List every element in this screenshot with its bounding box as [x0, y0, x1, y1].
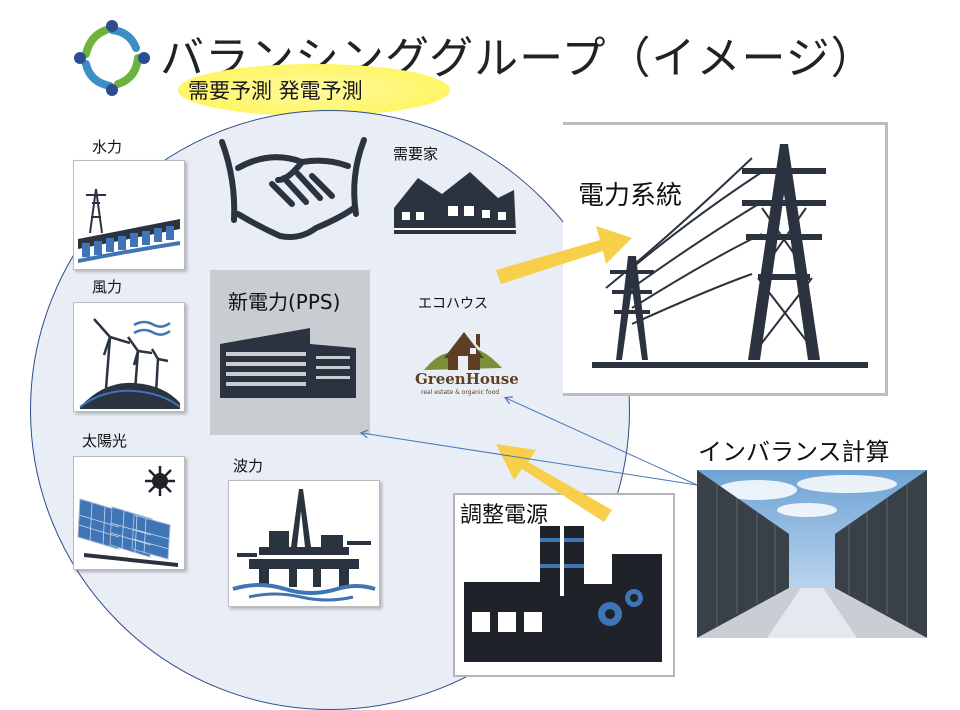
arrow-to-grid: [496, 226, 632, 284]
arrow-from-adjustment: [496, 444, 612, 522]
forecast-highlight: [178, 64, 450, 116]
forecast-label: 需要予測 発電予測: [188, 79, 363, 103]
oil-rig-icon: [232, 489, 376, 602]
solar-panel-icon: [77, 466, 178, 567]
hydro-card: [73, 160, 185, 270]
houses-icon: [394, 172, 516, 234]
hydro-dam-icon: [78, 188, 180, 263]
greenhouse-logo-icon: [424, 332, 502, 370]
arrows-layer: [0, 226, 698, 522]
wind-turbine-icon: [79, 318, 181, 409]
power-tower-icon: [592, 144, 868, 368]
power-grid-label: 電力系統: [578, 181, 683, 211]
greenhouse-logo-text: GreenHouse: [415, 370, 519, 388]
wind-card: [73, 302, 185, 412]
handshake-icon: [219, 137, 367, 240]
consumer-label: 需要家: [393, 145, 439, 163]
datacenter-icon: [697, 470, 927, 638]
wind-label: 風力: [92, 278, 123, 296]
wave-card: [228, 480, 380, 607]
imbalance-to-pps-line: [362, 433, 698, 486]
hydro-label: 水力: [92, 138, 123, 156]
solar-card: [73, 456, 185, 570]
solar-label: 太陽光: [82, 432, 128, 450]
imbalance-to-ecohouse-line: [506, 398, 698, 486]
adjustment-source-label: 調整電源: [460, 503, 549, 528]
factory-icon: [464, 526, 662, 662]
greenhouse-tagline: real estate & organic food: [421, 389, 500, 396]
wave-label: 波力: [233, 457, 264, 475]
pps-label: 新電力(PPS): [228, 290, 341, 314]
group-logo-icon: [74, 20, 150, 96]
office-building-icon: [220, 328, 356, 398]
imbalance-label: インバランス計算: [698, 438, 890, 466]
ecohouse-label: エコハウス: [418, 296, 488, 312]
